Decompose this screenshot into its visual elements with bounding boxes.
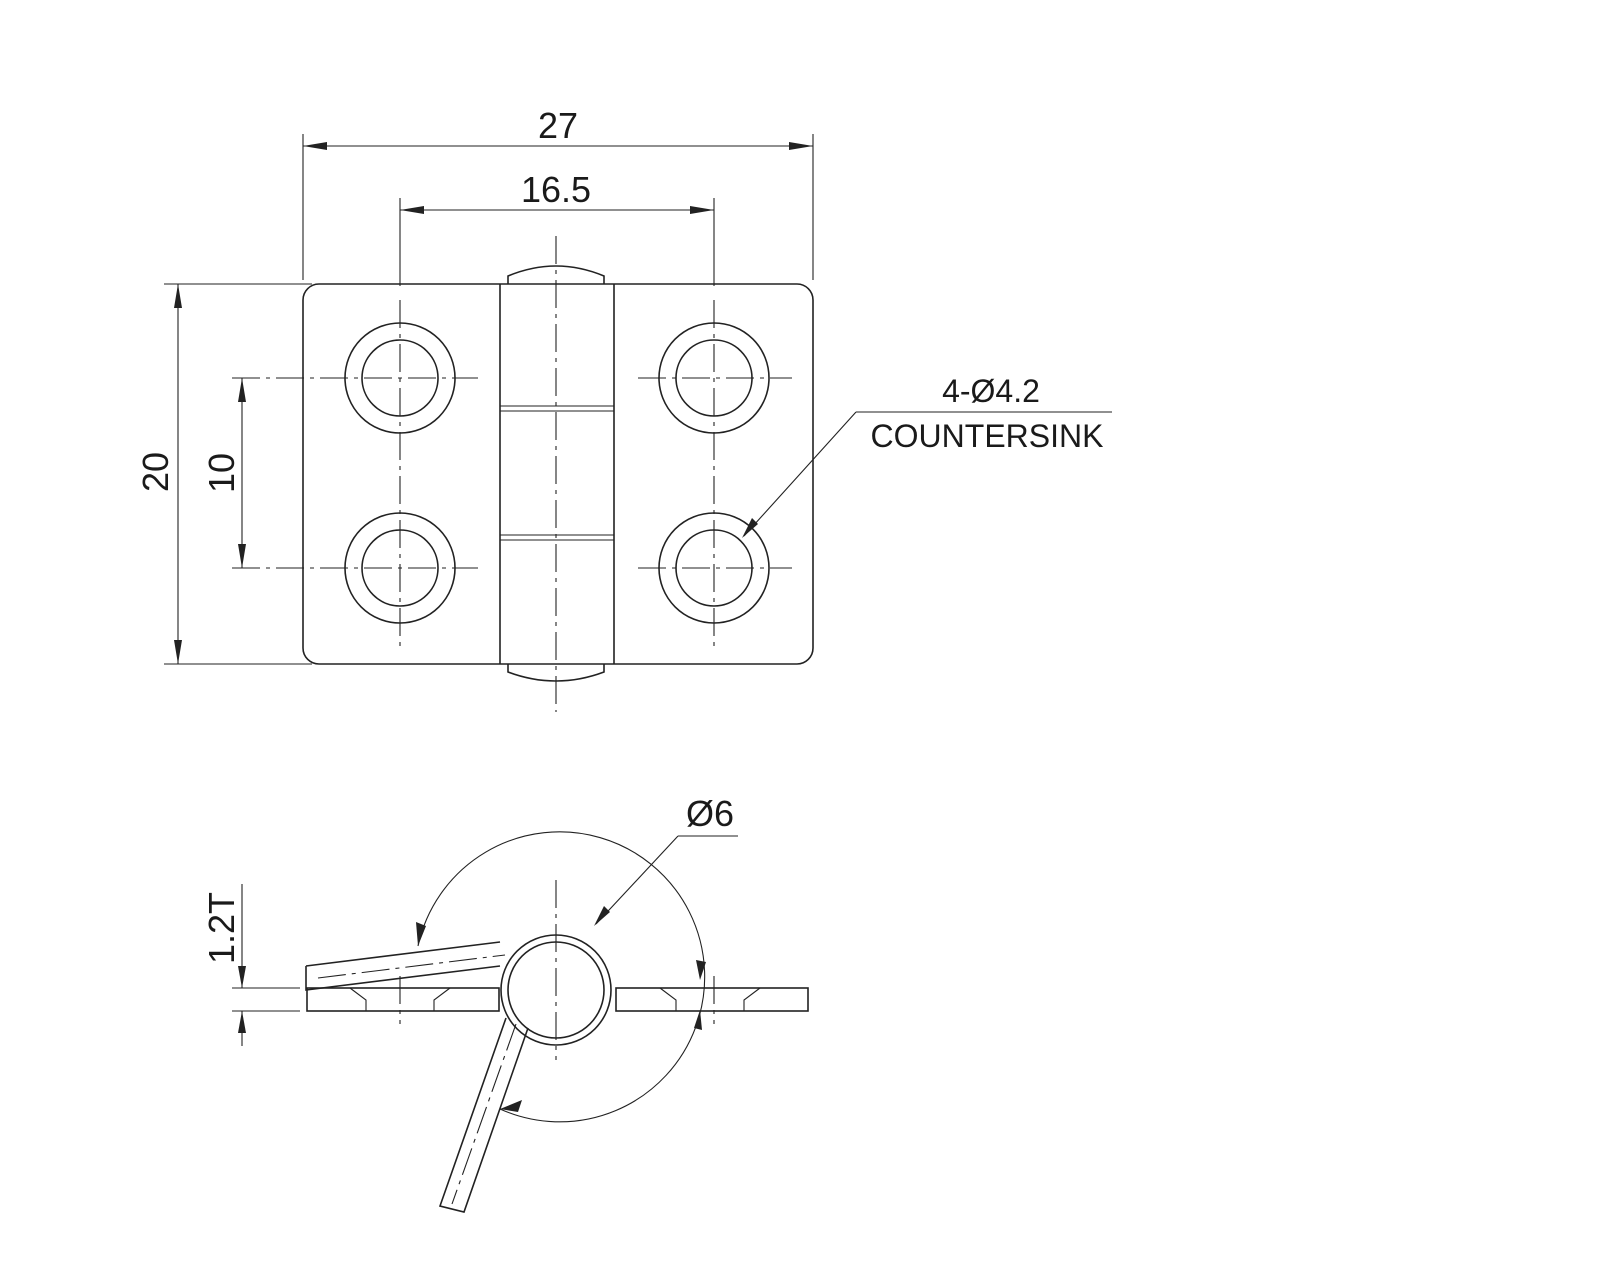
rotation-arc xyxy=(417,831,706,1123)
dim-hole-spacing-y-label: 10 xyxy=(201,453,242,493)
dim-hole-spacing-x: 16.5 xyxy=(399,169,715,286)
dim-overall-width-label: 27 xyxy=(538,105,578,146)
hole-callout: 4-Ø4.2 COUNTERSINK xyxy=(742,373,1112,538)
front-view: 27 16.5 20 10 xyxy=(135,105,1112,712)
leaf-rotated-down xyxy=(438,1017,529,1213)
leaf-rotated-up xyxy=(305,941,501,991)
leaf-right-plate xyxy=(615,987,809,1012)
pin-cap-top xyxy=(507,265,605,284)
dim-thickness-label: 1.2T xyxy=(201,892,242,964)
side-view: Ø6 1.2T xyxy=(201,793,809,1213)
knuckle-dia-label: Ø6 xyxy=(686,793,734,834)
leaf-left-plate xyxy=(306,987,500,1012)
dim-overall-width: 27 xyxy=(302,105,814,280)
hole-callout-type: COUNTERSINK xyxy=(871,418,1104,454)
hole-callout-spec: 4-Ø4.2 xyxy=(942,373,1040,409)
dim-hole-spacing-x-label: 16.5 xyxy=(521,169,591,210)
knuckle-dia-callout: Ø6 xyxy=(594,793,738,926)
dim-thickness: 1.2T xyxy=(201,884,300,1046)
dim-overall-height: 20 xyxy=(135,283,312,665)
dim-overall-height-label: 20 xyxy=(135,452,176,492)
dim-hole-spacing-y: 10 xyxy=(201,378,246,568)
hinge-plate-outline xyxy=(302,283,814,665)
